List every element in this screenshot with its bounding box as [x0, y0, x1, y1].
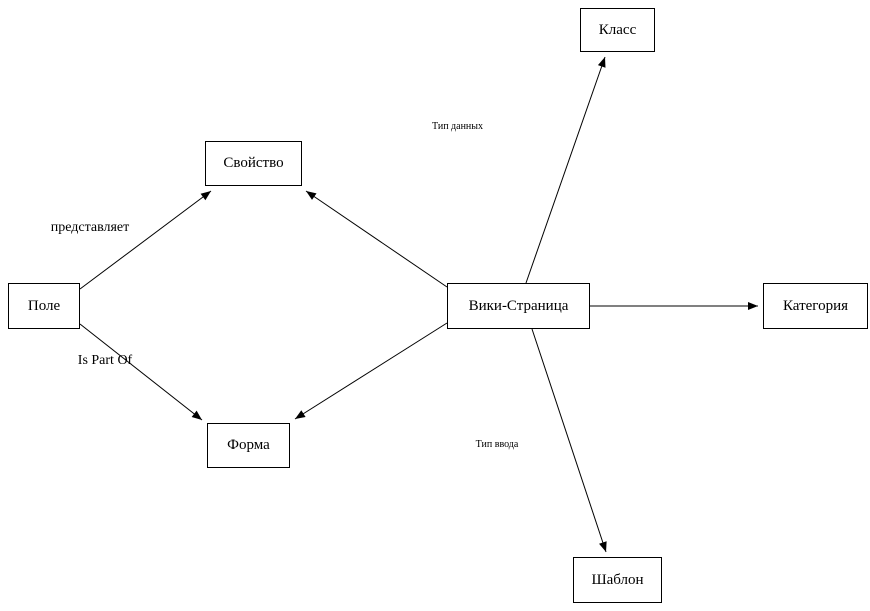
node-wiki-page-label: Вики-Страница	[468, 297, 569, 314]
edge-label-represents: представляет	[50, 220, 130, 235]
node-form-label: Форма	[227, 437, 270, 453]
node-class: Класс	[580, 8, 655, 52]
edge-label-is-part-of: Is Part Of	[77, 353, 133, 368]
node-form: Форма	[207, 423, 290, 468]
node-template-label: Шаблон	[591, 571, 644, 588]
node-category-label: Категория	[783, 297, 848, 314]
edge-field-property	[79, 190, 212, 290]
edge-wikipage-property	[305, 190, 448, 288]
node-class-label: Класс	[598, 21, 637, 38]
node-wiki-page: Вики-Страница	[447, 283, 590, 329]
node-field: Поле	[8, 283, 80, 329]
edge-wikipage-class	[525, 56, 606, 284]
node-template: Шаблон	[573, 557, 662, 603]
node-category: Категория	[763, 283, 868, 329]
node-property: Свойство	[205, 141, 302, 186]
node-field-label: Поле	[27, 297, 61, 314]
node-property-label: Свойство	[223, 155, 284, 171]
edge-wikipage-template	[531, 328, 607, 553]
edge-label-data-type: Тип данных	[431, 121, 483, 132]
edge-wikipage-form	[294, 322, 448, 420]
edge-label-input-type: Тип ввода	[475, 439, 519, 450]
edge-field-form	[79, 323, 203, 421]
